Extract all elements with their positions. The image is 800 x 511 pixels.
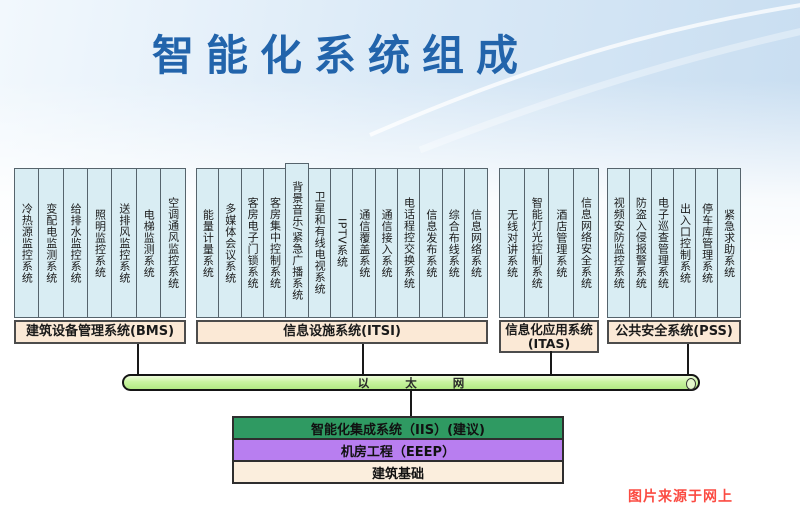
system-column: 视频安防监控系统 bbox=[607, 168, 631, 318]
system-label: 多媒体会议系统 bbox=[223, 202, 237, 284]
foundation-row: 建筑基础 bbox=[232, 460, 564, 484]
system-label: 信息发布系统 bbox=[424, 208, 438, 278]
system-column: 给排水监控系统 bbox=[62, 168, 89, 318]
system-column: 电梯监测系统 bbox=[135, 168, 162, 318]
ethernet-bar-end-cap bbox=[686, 377, 696, 390]
system-column: 通信覆盖系统 bbox=[352, 168, 377, 318]
system-label: 空调通风监控系统 bbox=[166, 197, 180, 289]
connector-bms-to-ethernet bbox=[137, 344, 139, 375]
system-label: IPTV系统 bbox=[335, 218, 349, 268]
connector-pss-to-ethernet bbox=[687, 344, 689, 375]
group-itsi: 能量计量系统多媒体会议系统客房电子门锁系统客房集中控制系统背景音乐/紧急广播系统… bbox=[196, 163, 488, 344]
stack: 智能化集成系统（IIS）(建议)机房工程（EEEP）建筑基础 bbox=[232, 416, 564, 484]
system-column: 出入口控制系统 bbox=[673, 168, 697, 318]
system-label: 电话程控交换系统 bbox=[402, 197, 416, 289]
system-column: 通信接入系统 bbox=[374, 168, 399, 318]
group-itas: 无线对讲系统智能灯光控制系统酒店管理系统信息网络安全系统信息化应用系统(ITAS… bbox=[499, 168, 599, 353]
system-label: 视频安防监控系统 bbox=[612, 197, 626, 289]
group-label-itas: 信息化应用系统(ITAS) bbox=[499, 320, 599, 353]
ethernet-label: 以 太 网 bbox=[357, 375, 481, 390]
system-column: 紧急求助系统 bbox=[717, 168, 741, 318]
system-label: 卫星和有线电视系统 bbox=[313, 191, 327, 295]
system-column: 多媒体会议系统 bbox=[218, 168, 243, 318]
connector-ethernet-to-iis bbox=[410, 390, 412, 417]
system-label: 冷热源监控系统 bbox=[20, 202, 34, 284]
ethernet-bus: 以 太 网 bbox=[122, 374, 700, 391]
system-column: 无线对讲系统 bbox=[499, 168, 526, 318]
system-column: 客房集中控制系统 bbox=[263, 168, 287, 318]
system-label: 信息网络安全系统 bbox=[579, 197, 593, 289]
group-label-itsi: 信息设施系统(ITSI) bbox=[196, 320, 488, 344]
system-label: 防盗入侵报警系统 bbox=[634, 197, 648, 289]
system-column: 综合布线系统 bbox=[441, 168, 466, 318]
group-label-bms: 建筑设备管理系统(BMS) bbox=[14, 320, 186, 344]
group-bms: 冷热源监控系统变配电监测系统给排水监控系统照明监控系统送排风监控系统电梯监测系统… bbox=[14, 168, 187, 344]
system-column: 酒店管理系统 bbox=[548, 168, 575, 318]
system-label: 照明监控系统 bbox=[93, 208, 107, 278]
system-label: 出入口控制系统 bbox=[678, 202, 692, 284]
system-label: 送排风监控系统 bbox=[117, 202, 131, 284]
system-column: 客房电子门锁系统 bbox=[240, 168, 265, 318]
iis-row: 智能化集成系统（IIS）(建议) bbox=[232, 416, 564, 440]
system-column: 卫星和有线电视系统 bbox=[307, 168, 332, 318]
system-column: IPTV系统 bbox=[330, 168, 354, 318]
system-column: 信息网络安全系统 bbox=[572, 168, 599, 318]
page-title: 智能化系统组成 bbox=[152, 31, 531, 80]
system-label: 通信接入系统 bbox=[380, 208, 394, 278]
system-label: 无线对讲系统 bbox=[505, 208, 519, 278]
system-label: 酒店管理系统 bbox=[554, 208, 568, 278]
system-label: 通信覆盖系统 bbox=[357, 208, 371, 278]
system-label: 客房电子门锁系统 bbox=[246, 197, 260, 289]
system-label: 信息网络系统 bbox=[469, 208, 483, 278]
system-label: 停车库管理系统 bbox=[700, 202, 714, 284]
system-label: 电梯监测系统 bbox=[142, 208, 156, 278]
system-columns-bms: 冷热源监控系统变配电监测系统给排水监控系统照明监控系统送排风监控系统电梯监测系统… bbox=[14, 168, 187, 318]
system-column: 电子巡查管理系统 bbox=[651, 168, 675, 318]
system-label: 紧急求助系统 bbox=[722, 208, 736, 278]
system-column: 信息发布系统 bbox=[419, 168, 444, 318]
system-label: 综合布线系统 bbox=[447, 208, 461, 278]
group-label-pss: 公共安全系统(PSS) bbox=[607, 320, 741, 344]
system-column: 智能灯光控制系统 bbox=[523, 168, 550, 318]
system-column: 照明监控系统 bbox=[87, 168, 113, 318]
system-column: 空调通风监控系统 bbox=[160, 168, 187, 318]
system-label: 给排水监控系统 bbox=[69, 202, 83, 284]
system-column: 变配电监测系统 bbox=[38, 168, 65, 318]
system-columns-itas: 无线对讲系统智能灯光控制系统酒店管理系统信息网络安全系统 bbox=[499, 168, 599, 318]
system-column: 信息网络系统 bbox=[464, 168, 488, 318]
connector-itas-to-ethernet bbox=[550, 351, 552, 375]
system-column: 送排风监控系统 bbox=[111, 168, 138, 318]
system-label: 智能灯光控制系统 bbox=[530, 197, 544, 289]
system-label: 变配电监测系统 bbox=[44, 202, 58, 284]
eeep-row: 机房工程（EEEP） bbox=[232, 438, 564, 462]
image-source-watermark: 图片来源于网上 bbox=[628, 489, 733, 505]
system-columns-pss: 视频安防监控系统防盗入侵报警系统电子巡查管理系统出入口控制系统停车库管理系统紧急… bbox=[607, 168, 741, 318]
system-label: 电子巡查管理系统 bbox=[656, 197, 670, 289]
system-columns-itsi: 能量计量系统多媒体会议系统客房电子门锁系统客房集中控制系统背景音乐/紧急广播系统… bbox=[196, 163, 488, 318]
system-column: 停车库管理系统 bbox=[695, 168, 719, 318]
system-column: 冷热源监控系统 bbox=[14, 168, 40, 318]
system-column: 能量计量系统 bbox=[196, 168, 220, 318]
system-column: 防盗入侵报警系统 bbox=[629, 168, 653, 318]
system-label: 背景音乐/紧急广播系统 bbox=[290, 180, 304, 301]
system-label: 客房集中控制系统 bbox=[268, 197, 282, 289]
connector-itsi-to-ethernet bbox=[362, 344, 364, 375]
system-column: 背景音乐/紧急广播系统 bbox=[285, 163, 310, 318]
system-label: 能量计量系统 bbox=[201, 208, 215, 278]
system-column: 电话程控交换系统 bbox=[397, 168, 421, 318]
group-pss: 视频安防监控系统防盗入侵报警系统电子巡查管理系统出入口控制系统停车库管理系统紧急… bbox=[607, 168, 741, 344]
